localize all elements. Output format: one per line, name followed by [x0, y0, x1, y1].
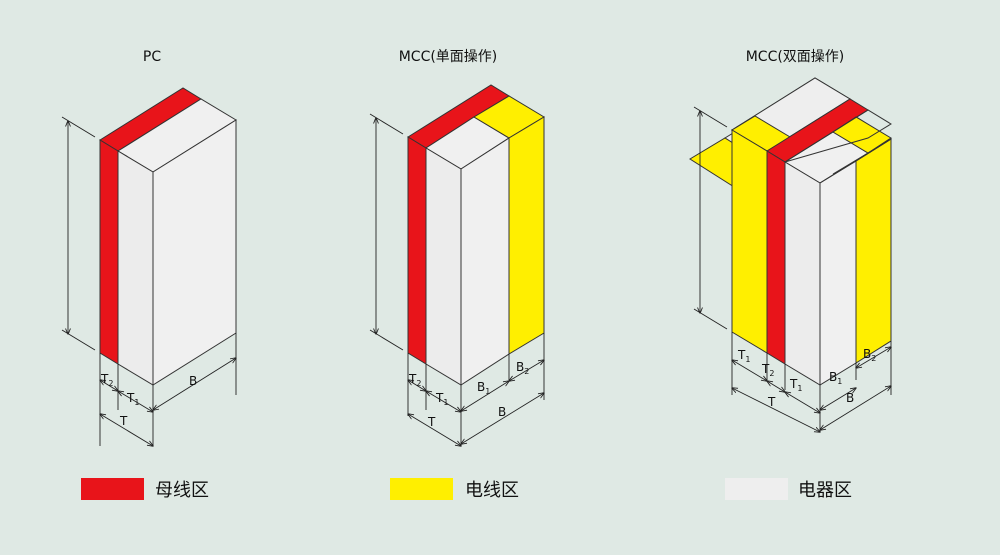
mcc2-dim-b: B — [846, 391, 854, 405]
mcc1-dim-t: T — [427, 415, 436, 429]
mcc1-dim-b: B — [498, 405, 506, 419]
mcc2-front-wire — [731, 129, 768, 354]
mcc1-right-device — [460, 137, 510, 386]
pc-dim-b: B — [189, 374, 197, 388]
mcc2-dim-b2: B2 — [863, 347, 876, 363]
legend-label-wire: 电线区 — [465, 480, 519, 501]
mcc2-dim-b1: B1 — [829, 370, 842, 386]
mcc1-front-busbar — [407, 136, 427, 365]
mcc2-dimensions: T1 T2 T1 T B1 B2 B — [693, 106, 891, 432]
legend-swatch-wire — [390, 478, 453, 500]
mcc2-cabinet — [731, 77, 892, 386]
pc-dim-t1: T1 — [126, 391, 139, 407]
title-mcc-single: MCC(单面操作) — [399, 49, 498, 65]
pc-dim-t2: T2 — [100, 372, 113, 388]
mcc1-dim-t2: T2 — [408, 372, 421, 388]
mcc2-front-device — [784, 161, 821, 386]
legend-label-busbar: 母线区 — [155, 480, 209, 501]
legend-label-device: 电器区 — [798, 480, 852, 501]
title-pc: PC — [143, 49, 161, 65]
mcc2-dim-t2: T2 — [761, 362, 774, 378]
legend: 母线区 电线区 电器区 — [81, 478, 852, 501]
pc-dimensions: T2 T1 T B — [61, 116, 236, 446]
legend-swatch-device — [725, 478, 788, 500]
pc-front-busbar — [99, 139, 119, 365]
cabinet-mcc-single — [407, 84, 545, 386]
mcc1-dim-b1: B1 — [477, 380, 490, 396]
mcc1-front-device — [425, 147, 462, 386]
pc-dim-t: T — [119, 414, 128, 428]
mcc2-dim-t1: T1 — [789, 377, 802, 393]
pc-front-device — [117, 150, 154, 386]
title-mcc-double: MCC(双面操作) — [746, 49, 845, 65]
mcc1-right-wire — [508, 116, 545, 355]
mcc2-right-wire — [855, 138, 892, 364]
cabinet-pc — [99, 87, 237, 386]
legend-swatch-busbar — [81, 478, 144, 500]
mcc1-dim-t1: T1 — [435, 391, 448, 407]
mcc2-right-device — [819, 160, 857, 386]
mcc1-dimensions: T2 T1 T B1 B2 B — [369, 113, 544, 446]
mcc1-dim-b2: B2 — [516, 360, 529, 376]
mcc2-front-busbar — [766, 150, 786, 365]
mcc2-dim-t1-left: T1 — [737, 348, 750, 364]
mcc2-dim-t: T — [767, 395, 776, 409]
